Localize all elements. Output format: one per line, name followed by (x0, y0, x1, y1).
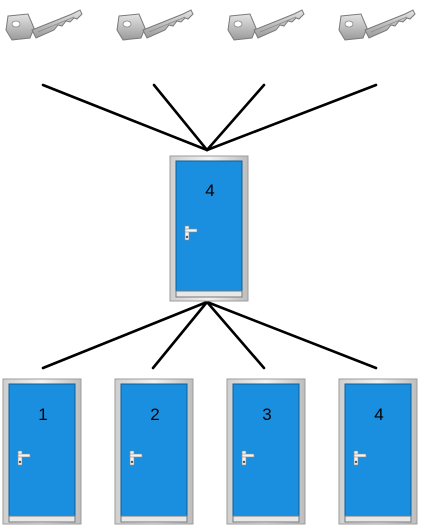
door-1-label: 1 (38, 405, 47, 424)
master-door-label: 4 (205, 181, 214, 200)
key-2-connector (152, 83, 209, 152)
key-3-connector (205, 83, 266, 152)
door-icon (114, 378, 194, 525)
doors-row: 1 2 3 (2, 378, 418, 525)
keys-row (5, 9, 416, 41)
key-connector-lines (41, 83, 378, 152)
key-1-connector (41, 83, 209, 152)
key-icon (5, 9, 83, 41)
door-icon (169, 155, 249, 302)
door-icon (226, 378, 306, 525)
door-2-label: 2 (150, 405, 159, 424)
door-3-label: 3 (262, 405, 271, 424)
door-4-connector (205, 300, 378, 370)
door-4-label: 4 (374, 405, 383, 424)
key-icon (116, 9, 194, 41)
door-3-connector (205, 300, 266, 370)
master-door: 4 (169, 155, 249, 302)
door-icon (338, 378, 418, 525)
door-2-connector (151, 300, 209, 370)
key-icon (338, 9, 416, 41)
key-icon (227, 9, 305, 41)
key-4-connector (205, 83, 378, 152)
door-4: 4 (338, 378, 418, 525)
door-3: 3 (226, 378, 306, 525)
door-icon (2, 378, 82, 525)
door-2: 2 (114, 378, 194, 525)
door-1: 1 (2, 378, 82, 525)
door-connector-lines (41, 300, 378, 370)
door-1-connector (41, 300, 209, 370)
